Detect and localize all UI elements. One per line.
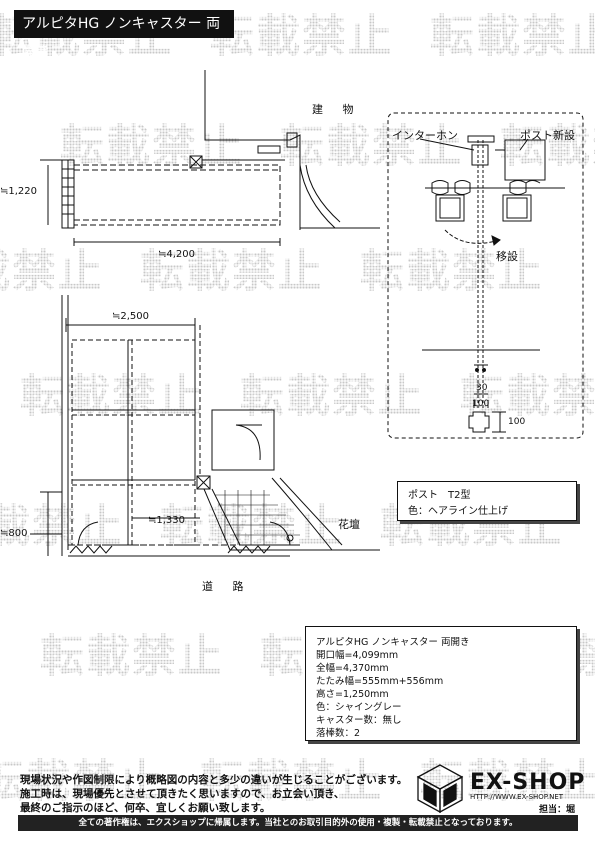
dim-width-bottom: ≒2,500 [112,311,150,322]
building-label: 建 物 [312,103,362,116]
spec-fold: たたみ幅=555mm+556mm [316,676,444,687]
intercom-label: インターホン [392,129,458,142]
watermark-text: 転載禁止 [210,0,394,64]
spec-width: 全幅=4,370mm [316,663,389,674]
dim-30: 30 [476,383,488,393]
watermark-text: 転載禁止 [240,360,424,424]
watermark-text: 転載禁止 [0,235,104,299]
dim-100b: 100 [508,417,526,427]
dim-100a: 100 [472,399,490,409]
brand-name: EX-SHOP [470,770,586,795]
notice-line-3: 最終のご指示のほど、何卒、宜しくお願い致します。 [20,802,271,814]
post-type: ポスト T2型 [408,490,471,501]
spec-box: アルピタHG ノンキャスター 両開き 開口幅=4,099mm 全幅=4,370m… [305,626,577,741]
watermark-text: 転載禁止 [360,235,544,299]
watermark-text: 転載禁止 [280,110,464,174]
page-title: アルピタHG ノンキャスター 両開き [14,10,234,60]
spec-height: 高さ=1,250mm [316,689,389,700]
post-info-box: ポスト T2型 色：ヘアライン仕上げ [397,481,577,521]
flowerbed-label: 花壇 [338,518,360,531]
road-label: 道 路 [202,580,252,593]
spec-opening: 開口幅=4,099mm [316,650,399,661]
dim-height-top: ≒1,220 [0,186,38,197]
staff-label: 担当：堀 [539,805,576,815]
post-new-label: ポスト新設 [520,129,575,142]
watermark-text: 転載禁止 [40,620,224,684]
watermark-text: 転載禁止 [60,110,244,174]
dim-800: ≒800 [0,528,28,539]
watermark-text: 転載禁止 [0,490,124,554]
post-color: 色：ヘアライン仕上げ [408,506,508,517]
watermark-text: 転載禁止 [500,110,595,174]
notice-line-1: 現場状況や作図制限により概略図の内容と多少の違いが生じることがございます。 [20,774,408,786]
watermark-text: 転載禁止 [140,235,324,299]
watermark-text: 転載禁止 [200,745,384,809]
dim-1330: ≒1,330 [148,515,186,526]
spec-name: アルピタHG ノンキャスター 両開き [316,637,470,648]
relocate-label: 移設 [496,250,518,263]
copyright-footer: 全ての著作権は、エクスショップに帰属します。当社とのお取引目的外の使用・複製・転… [18,815,578,831]
notice-line-2: 施工時は、現場優先とさせて頂きたく思いますので、お立会い頂き、 [20,788,345,800]
brand-url[interactable]: HTTP://WWW.EX-SHOP.NET [470,793,564,801]
spec-bars: 落棒数：2 [316,728,361,739]
dim-width-top: ≒4,200 [158,249,196,260]
watermark-text: 転載禁止 [20,360,204,424]
spec-color: 色：シャイングレー [316,702,402,713]
spec-caster: キャスター数：無し [316,715,402,726]
watermark-text: 転載禁止 [0,745,164,809]
watermark-text: 転載禁止 [430,0,595,64]
